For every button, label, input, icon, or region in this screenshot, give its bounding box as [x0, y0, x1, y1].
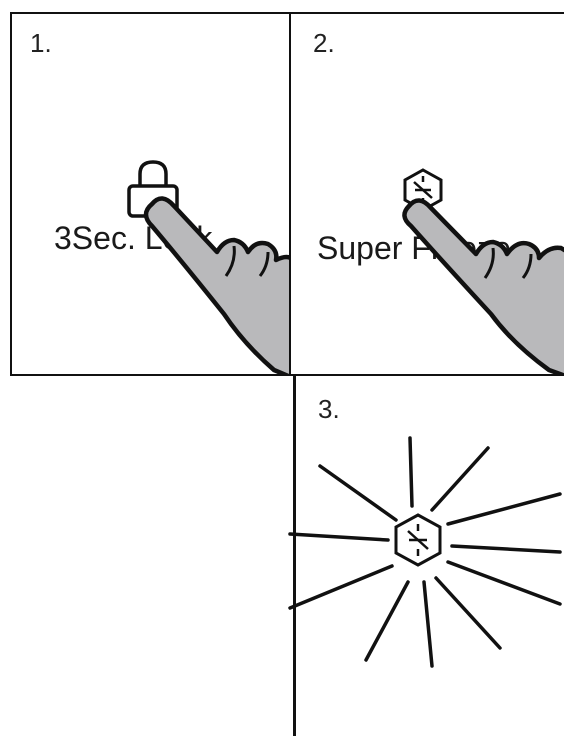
snowflake-hexagon-icon — [396, 515, 440, 565]
